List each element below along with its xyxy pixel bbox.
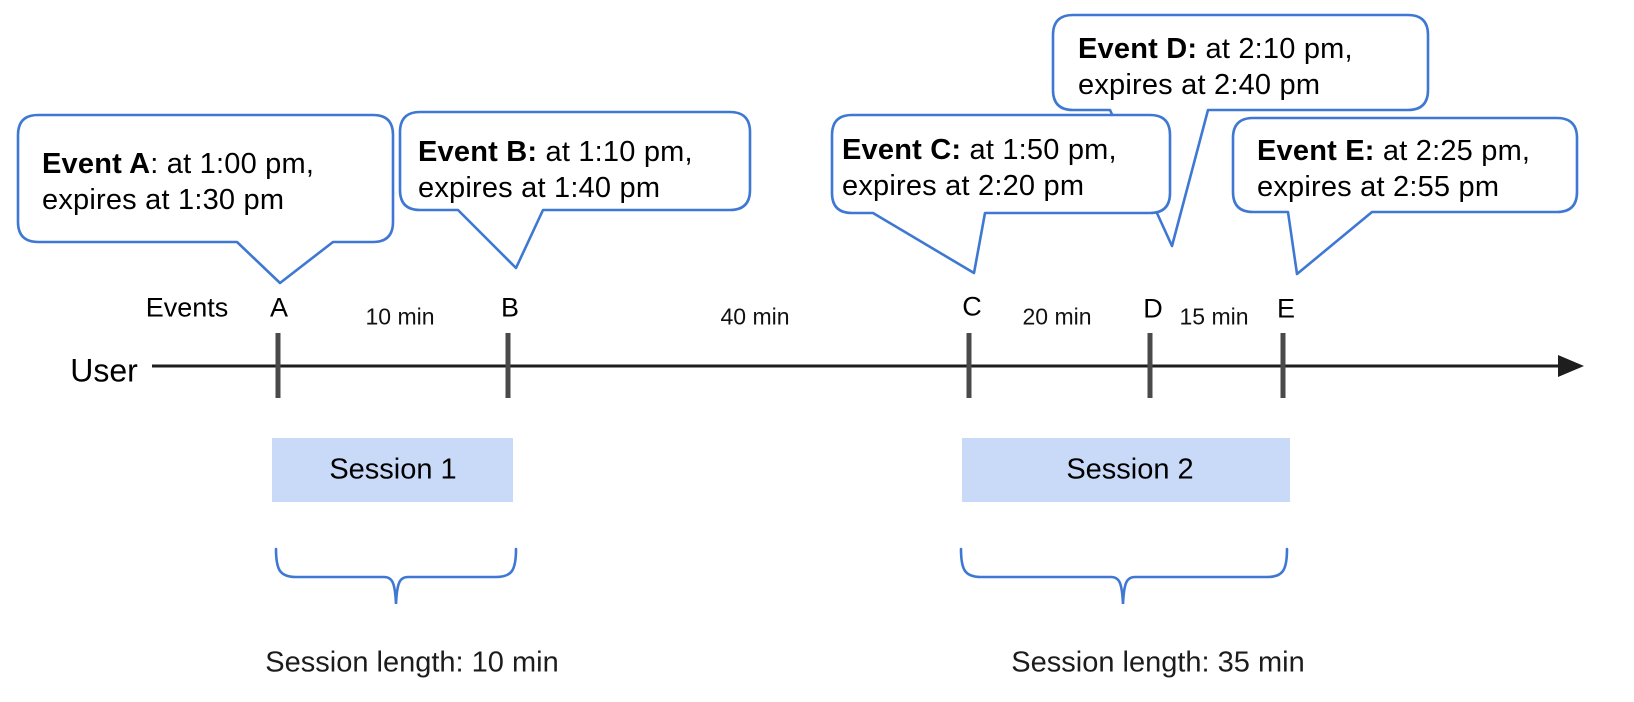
event-b-expiry: expires at 1:40 pm <box>418 172 661 204</box>
interval-c-d: 20 min <box>1022 303 1092 330</box>
session-2-brace <box>959 547 1289 605</box>
event-a-name: Event A <box>42 148 151 180</box>
event-e-time: at 2:25 pm, <box>1374 135 1531 167</box>
event-e-name: Event E: <box>1257 135 1375 167</box>
event-b-name: Event B: <box>418 136 538 168</box>
session-2-box <box>962 438 1290 502</box>
event-a-time: : at 1:00 pm, <box>150 148 315 180</box>
event-d-bubble-text: Event D: at 2:10 pm, expires at 2:40 pm <box>1078 31 1353 103</box>
tick-label-d: D <box>1143 293 1163 324</box>
tick-label-b: B <box>500 292 520 323</box>
events-label: Events <box>145 292 229 323</box>
interval-a-b: 10 min <box>365 303 435 330</box>
session-1-brace <box>274 547 518 605</box>
event-e-bubble-shape <box>1231 116 1579 276</box>
event-c-bubble-shape <box>830 113 1172 275</box>
event-c-name: Event C: <box>842 134 962 166</box>
timeline-arrowhead <box>1558 355 1584 377</box>
tick-e <box>1280 333 1286 398</box>
session-1-length-label: Session length: 10 min <box>265 646 559 679</box>
session-2-label: Session 2 <box>1066 453 1194 486</box>
interval-d-e: 15 min <box>1179 303 1249 330</box>
user-label: User <box>70 352 138 389</box>
interval-b-c: 40 min <box>720 303 790 330</box>
tick-d <box>1147 333 1153 398</box>
tick-label-a: A <box>269 292 289 323</box>
tick-label-e: E <box>1276 293 1296 324</box>
tick-label-c: C <box>962 291 982 322</box>
event-c-time: at 1:50 pm, <box>961 134 1117 166</box>
event-e-expiry: expires at 2:55 pm <box>1257 171 1500 203</box>
event-d-expiry: expires at 2:40 pm <box>1078 69 1321 101</box>
event-c-bubble-text: Event C: at 1:50 pm, expires at 2:20 pm <box>842 132 1117 204</box>
event-a-bubble-shape <box>16 113 395 285</box>
event-d-name: Event D: <box>1078 33 1198 65</box>
session-2-length-label: Session length: 35 min <box>1011 646 1305 679</box>
event-b-bubble-shape <box>398 110 752 270</box>
session-1-label: Session 1 <box>329 453 457 486</box>
tick-b <box>505 333 511 398</box>
event-c-expiry: expires at 2:20 pm <box>842 170 1085 202</box>
event-e-bubble-text: Event E: at 2:25 pm, expires at 2:55 pm <box>1257 133 1530 205</box>
event-a-bubble-text: Event A: at 1:00 pm, expires at 1:30 pm <box>42 146 314 218</box>
event-b-time: at 1:10 pm, <box>537 136 693 168</box>
session-1-box <box>272 438 513 502</box>
event-d-time: at 2:10 pm, <box>1197 33 1353 65</box>
event-b-bubble-text: Event B: at 1:10 pm, expires at 1:40 pm <box>418 134 693 206</box>
tick-a <box>275 333 281 398</box>
tick-c <box>966 333 972 398</box>
event-a-expiry: expires at 1:30 pm <box>42 184 285 216</box>
